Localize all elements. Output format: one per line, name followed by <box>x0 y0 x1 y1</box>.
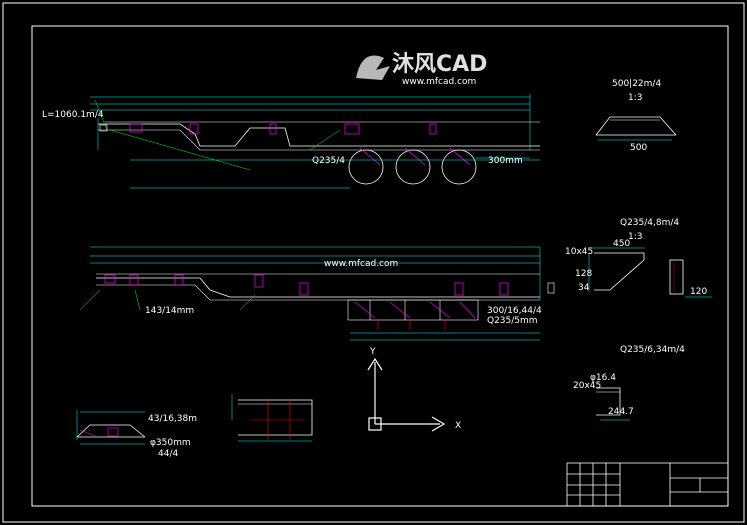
detail-top-right: 500|22m/4 1:3 500 <box>595 79 677 153</box>
dim-10x45: 10x45 <box>565 247 593 257</box>
dim-phi: φ16.4 <box>590 373 616 383</box>
axis-y-label: Y <box>369 347 376 357</box>
detail-scale-1: 1:3 <box>628 93 642 103</box>
detail-title-3: Q235/6,34m/4 <box>620 345 685 355</box>
detail-mid-right: Q235/4,8m/4 1:3 450 10x45 128 34 120 <box>565 218 712 298</box>
ucs-axes <box>367 357 446 432</box>
note-lower-3: 44/4 <box>158 449 178 459</box>
note-length: L=1060.1m/4 <box>42 110 104 120</box>
dim-120: 120 <box>690 287 707 297</box>
watermark-center: www.mfcad.com <box>324 259 398 269</box>
detail-title-1: 500|22m/4 <box>612 79 661 89</box>
note-lower-2: φ350mm <box>150 438 191 448</box>
detail-lower-center <box>231 394 313 442</box>
note-q235-5: Q235/5mm <box>487 316 538 326</box>
axis-x-label: X <box>455 421 461 431</box>
middle-trailer-view <box>79 246 555 341</box>
note-plate-label: Q235/4 <box>312 156 345 166</box>
detail-lower-left: 43/16,38m φ350mm 44/4 <box>76 410 197 459</box>
dim-450: 450 <box>613 239 630 249</box>
note-lower-1: 43/16,38m <box>148 414 197 424</box>
watermark: 沐风CAD www.mfcad.com www.mfcad.com <box>324 52 487 269</box>
dim-500: 500 <box>630 143 647 153</box>
note-143: 143/14mm <box>145 306 194 316</box>
dim-34: 34 <box>578 283 590 293</box>
title-block <box>566 462 729 507</box>
note-300mm: 300mm <box>488 156 523 166</box>
detail-title-2: Q235/4,8m/4 <box>620 218 679 228</box>
note-300-16: 300/16,44/4 <box>487 306 542 316</box>
detail-scale-2: 1:3 <box>628 232 642 242</box>
top-trailer-view <box>90 94 540 189</box>
dim-244: 244.7 <box>608 407 634 417</box>
watermark-brand: 沐风CAD <box>392 52 487 77</box>
detail-lower-right: Q235/6,34m/4 φ16.4 20x45 244.7 <box>573 345 685 421</box>
dim-128: 128 <box>575 269 592 279</box>
dim-20x45: 20x45 <box>573 381 601 391</box>
watermark-url: www.mfcad.com <box>402 77 476 87</box>
inner-frame <box>31 25 729 507</box>
